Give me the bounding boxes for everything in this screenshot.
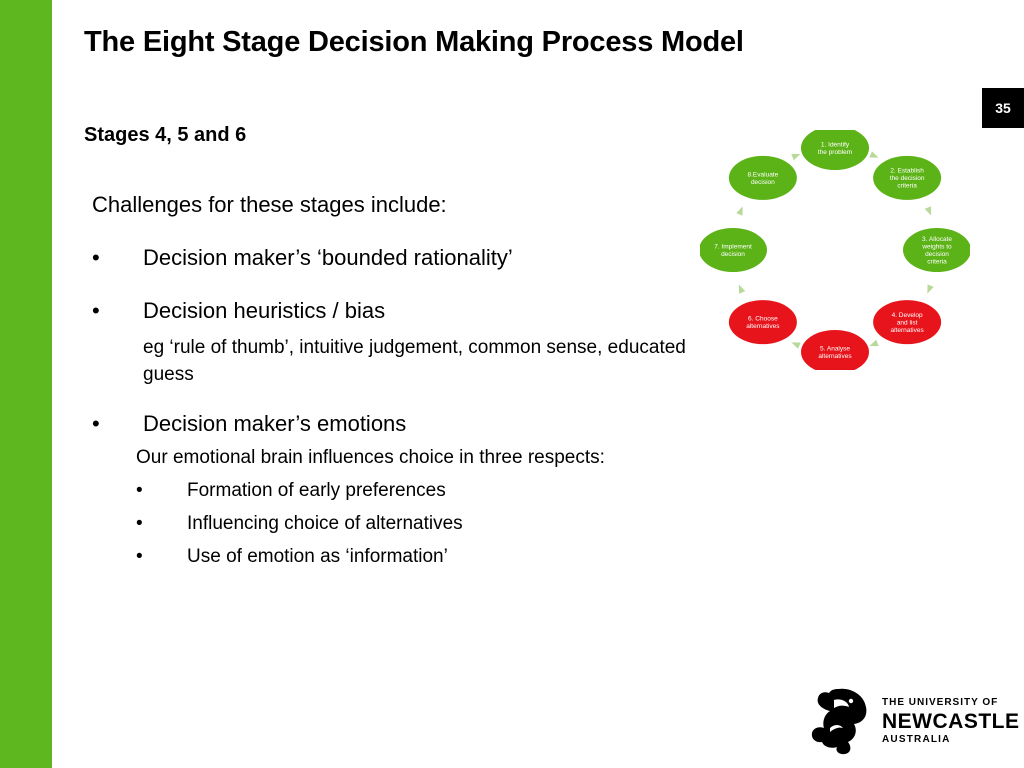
stage-ellipse: [801, 330, 869, 370]
cycle-arrow-icon: [869, 339, 879, 347]
cycle-arrow-icon: [791, 342, 801, 349]
bullet-marker: •: [92, 245, 100, 270]
stage-label: 5. Analyse: [820, 346, 850, 353]
bullet-marker: •: [136, 513, 143, 534]
intro-text: Challenges for these stages include:: [92, 192, 447, 217]
stage-ellipse: [728, 300, 797, 345]
stage-label: alternatives: [890, 327, 924, 334]
stage-label: decision: [751, 179, 775, 186]
stage-label: 2. Establish: [890, 168, 924, 175]
stage-ellipse: [873, 300, 942, 345]
bullet-text: Decision maker’s ‘bounded rationality’: [143, 245, 513, 270]
bullet-marker: •: [92, 298, 100, 323]
cycle-arrow-icon: [869, 151, 879, 158]
bullet-marker: •: [136, 546, 143, 567]
stage-ellipse: [700, 228, 767, 272]
stage-label: alternatives: [818, 353, 852, 360]
stage-label: 8.Evaluate: [748, 171, 779, 178]
logo-line-2: NEWCASTLE: [882, 710, 1020, 733]
cycle-arrow-icon: [791, 153, 801, 161]
stage-label: the decision: [890, 175, 925, 182]
bullet-text: Decision heuristics / bias: [143, 298, 386, 323]
emotion-point-text: Formation of early preferences: [187, 480, 446, 501]
emotion-point-text: Influencing choice of alternatives: [187, 513, 463, 534]
logo-line-1: THE UNIVERSITY OF: [882, 697, 999, 708]
stage-label: 4. Develop: [892, 312, 923, 319]
logo-line-3: AUSTRALIA: [882, 734, 951, 745]
emotion-point-text: Use of emotion as ‘information’: [187, 546, 448, 567]
stage-label: criteria: [927, 259, 947, 266]
stage-label: the problem: [818, 149, 852, 156]
seahorse-icon: [811, 688, 867, 755]
heuristics-note: eg ‘rule of thumb’, intuitive judgement,…: [143, 337, 686, 385]
stage-label: 3. Allocate: [922, 236, 952, 243]
emotions-intro: Our emotional brain influences choice in…: [136, 447, 605, 468]
cycle-arrow-icon: [927, 284, 934, 294]
stage-ellipse: [873, 155, 942, 200]
cycle-arrow-icon: [736, 206, 743, 216]
stage-label: 1. Identify: [821, 142, 850, 149]
university-logo: THE UNIVERSITY OF NEWCASTLE AUSTRALIA: [806, 686, 1019, 758]
stage-label: decision: [925, 251, 949, 258]
stage-ellipse: [903, 228, 970, 272]
stage-ellipse: [728, 155, 797, 200]
logo-wordmark: THE UNIVERSITY OF NEWCASTLE AUSTRALIA: [882, 698, 1020, 745]
stage-label: criteria: [897, 183, 917, 190]
bullet-text: Decision maker’s emotions: [143, 411, 407, 436]
bullet-marker: •: [92, 411, 100, 436]
stage-label: and list: [897, 319, 918, 326]
stage-label: alternatives: [746, 323, 780, 330]
stage-label: decision: [721, 251, 745, 258]
slide-title: The Eight Stage Decision Making Process …: [84, 26, 744, 58]
bullet-marker: •: [136, 480, 143, 501]
cycle-arrow-icon: [738, 284, 746, 294]
cycle-arrow-icon: [924, 206, 932, 216]
page-number: 35: [982, 88, 1024, 128]
stage-label: 6. Choose: [748, 316, 778, 323]
stage-ellipse: [801, 130, 869, 170]
slide-subtitle: Stages 4, 5 and 6: [84, 124, 247, 146]
left-accent-bar: [0, 0, 52, 768]
stage-label: 7. Implement: [714, 244, 752, 251]
stage-label: weights to: [921, 244, 952, 251]
